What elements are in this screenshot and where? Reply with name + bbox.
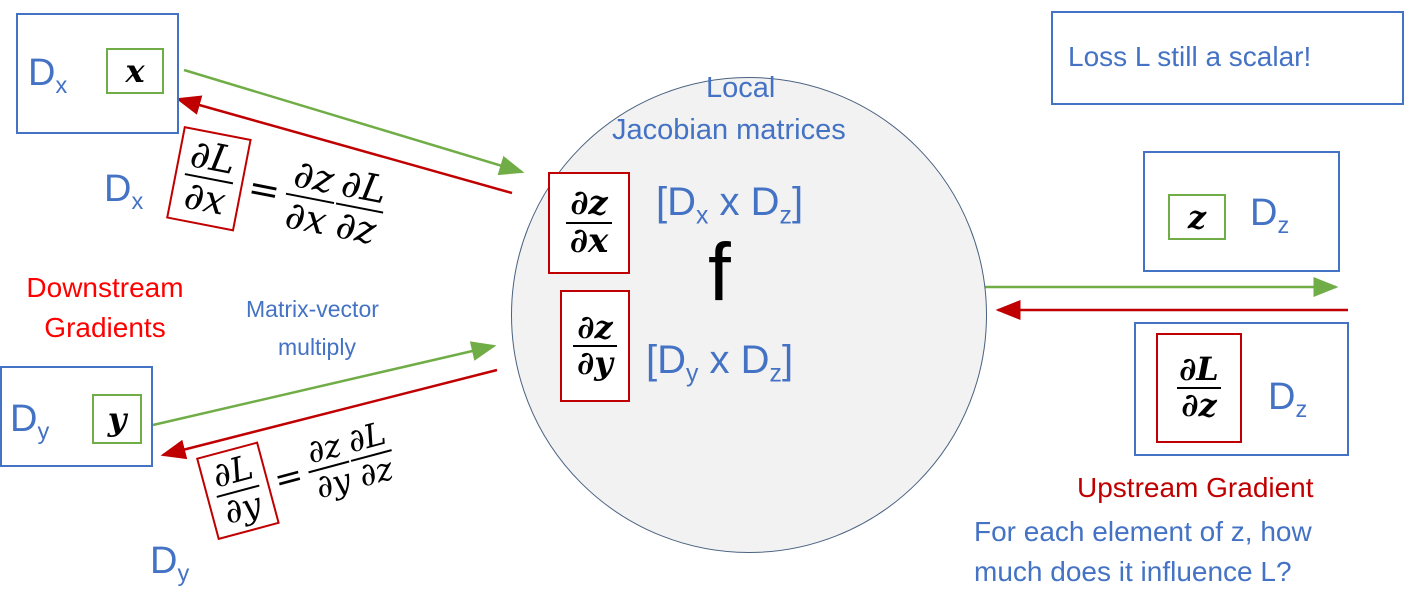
jacobian-x-den: ∂x [565,222,613,260]
upstream-caption-line2: much does it influence L? [974,556,1292,587]
backward-arrow-x [175,95,513,195]
jacobian-x-box: ∂z ∂x [548,172,630,274]
jacobian-y-dims: [Dy x Dz] [646,338,794,388]
forward-arrow-x [183,68,525,176]
multiply-label-line1: Matrix-vector [246,296,379,322]
upstream-gradient-frac-box: ∂L ∂z [1156,333,1242,443]
upstream-den: ∂z [1177,387,1221,423]
upstream-label: Upstream Gradient [1077,472,1314,503]
input-y-symbol: y [92,394,142,444]
jacobian-x-dims: [Dx x Dz] [656,180,804,230]
note-box [1051,11,1404,105]
input-x-symbol: x [106,48,164,94]
note-text: Loss L still a scalar! [1068,41,1312,72]
downstream-dx-dim: Dx [104,168,144,215]
output-z-dim: Dz [1250,192,1290,239]
multiply-label-line2: multiply [278,334,356,360]
input-x-dim: Dx [28,52,68,99]
downstream-label-line1: Downstream [26,272,184,303]
node-title-line2: Jacobian matrices [612,114,846,146]
jacobian-x-num: ∂z [570,183,608,224]
forward-arrow-y [152,341,497,427]
input-y-box [0,366,153,467]
input-y-dim: Dy [10,398,50,445]
jacobian-y-num: ∂z [577,308,613,347]
upstream-caption-line1: For each element of z, how [974,516,1312,547]
upstream-dim: Dz [1268,376,1308,423]
backward-arrow-y [160,368,498,460]
node-title-line1: Local [706,72,776,104]
downstream-label-line2: Gradients [44,312,166,343]
jacobian-y-den: ∂y [573,345,617,381]
downstream-dy-dim: Dy [150,540,190,587]
upstream-num: ∂L [1179,350,1219,389]
jacobian-y-box: ∂z ∂y [560,290,630,402]
function-label: f [708,227,731,318]
output-z-symbol: z [1168,194,1226,240]
